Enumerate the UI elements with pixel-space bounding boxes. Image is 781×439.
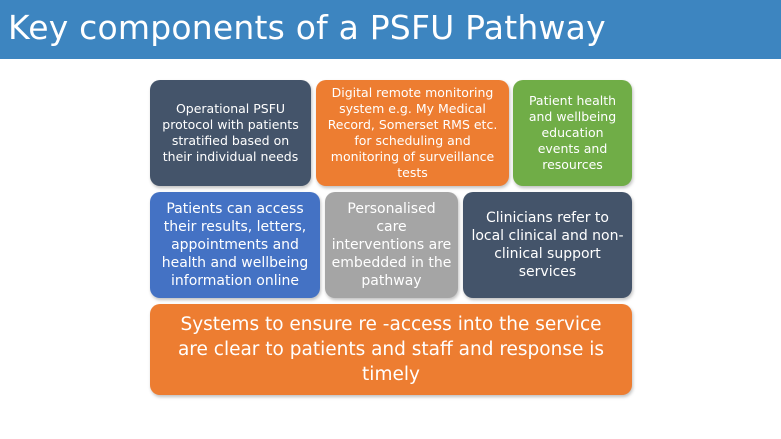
component-text: Operational PSFU protocol with patients …: [162, 101, 299, 164]
page-title: Key components of a PSFU Pathway: [8, 8, 606, 47]
component-text: Systems to ensure re -access into the se…: [177, 314, 605, 385]
component-text: Digital remote monitoring system e.g. My…: [327, 85, 498, 180]
component-text: Clinicians refer to local clinical and n…: [471, 210, 624, 280]
component-box-education-events: Patient health and wellbeing education e…: [513, 80, 632, 186]
component-text: Personalised care interventions are embe…: [331, 201, 452, 289]
component-box-clinician-referral: Clinicians refer to local clinical and n…: [463, 192, 632, 298]
component-box-personalised-care: Personalised care interventions are embe…: [325, 192, 458, 298]
component-box-re-access-systems: Systems to ensure re -access into the se…: [150, 304, 632, 395]
component-text: Patient health and wellbeing education e…: [528, 93, 617, 172]
title-bar: Key components of a PSFU Pathway: [0, 0, 781, 59]
component-box-operational-protocol: Operational PSFU protocol with patients …: [150, 80, 311, 186]
component-box-remote-monitoring: Digital remote monitoring system e.g. My…: [316, 80, 509, 186]
component-text: Patients can access their results, lette…: [161, 201, 309, 289]
component-box-patient-online-access: Patients can access their results, lette…: [150, 192, 320, 298]
